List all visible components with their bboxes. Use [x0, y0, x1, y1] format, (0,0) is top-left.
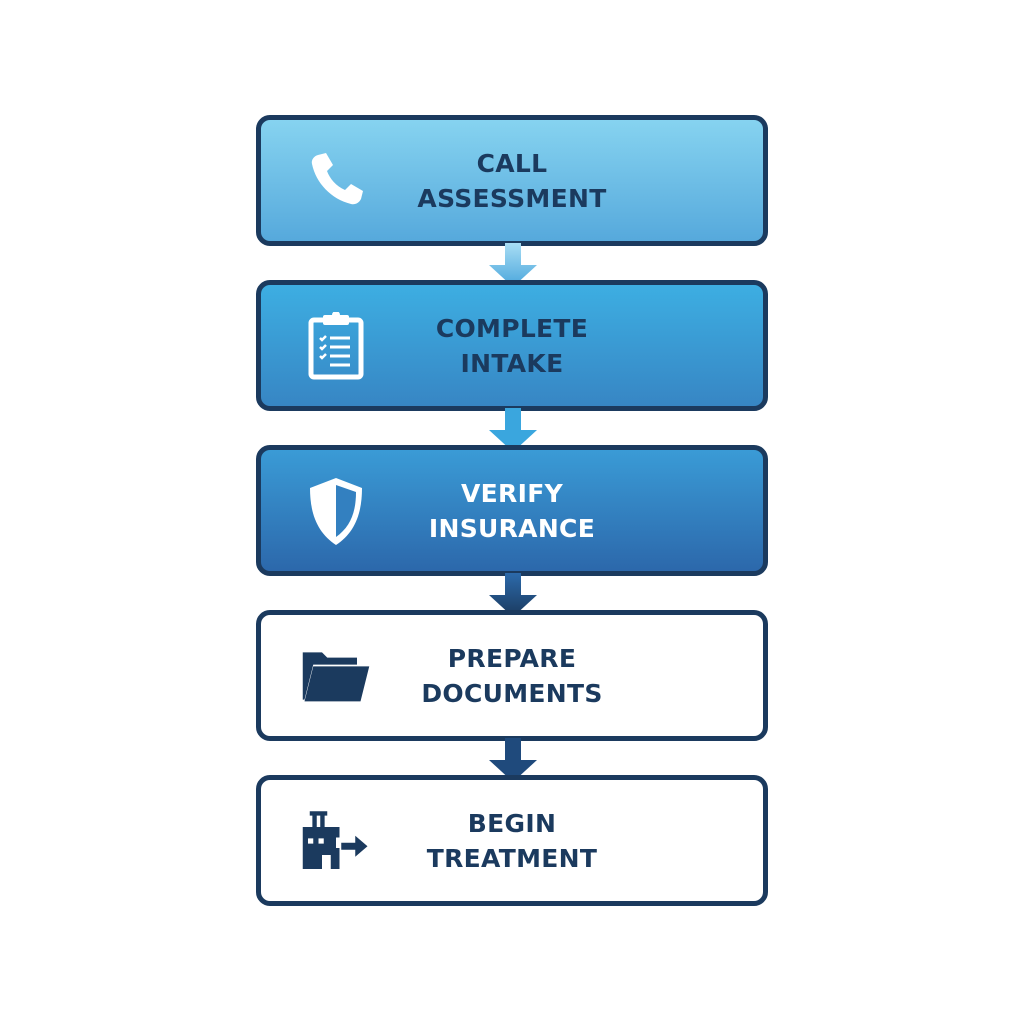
step-label: COMPLETE INTAKE [261, 311, 763, 381]
down-arrow-icon [489, 573, 537, 617]
step-label-line1: BEGIN [467, 808, 557, 838]
shield-icon [301, 476, 371, 546]
down-arrow-icon [489, 738, 537, 782]
phone-icon [301, 146, 371, 216]
step-label-line1: PREPARE [447, 643, 577, 673]
step-complete-intake: COMPLETE INTAKE [256, 280, 768, 411]
step-label-line2: ASSESSMENT [417, 183, 607, 213]
step-prepare-documents: PREPARE DOCUMENTS [256, 610, 768, 741]
down-arrow-icon [489, 408, 537, 452]
clipboard-checklist-icon [301, 311, 371, 381]
step-label: CALL ASSESSMENT [261, 146, 763, 216]
step-label-line2: TREATMENT [426, 843, 598, 873]
step-label-line1: CALL [476, 148, 548, 178]
step-verify-insurance: VERIFY INSURANCE [256, 445, 768, 576]
step-call-assessment: CALL ASSESSMENT [256, 115, 768, 246]
down-arrow-icon [489, 243, 537, 287]
step-label-line1: VERIFY [461, 478, 563, 508]
step-label-line2: INTAKE [460, 348, 564, 378]
step-label: VERIFY INSURANCE [261, 476, 763, 546]
folder-icon [301, 641, 371, 711]
step-label-line1: COMPLETE [435, 313, 589, 343]
step-label: PREPARE DOCUMENTS [261, 641, 763, 711]
step-label-line2: INSURANCE [428, 513, 596, 543]
step-begin-treatment: BEGIN TREATMENT [256, 775, 768, 906]
step-label-line2: DOCUMENTS [421, 678, 603, 708]
building-exit-arrow-icon [301, 806, 371, 876]
step-label: BEGIN TREATMENT [261, 806, 763, 876]
